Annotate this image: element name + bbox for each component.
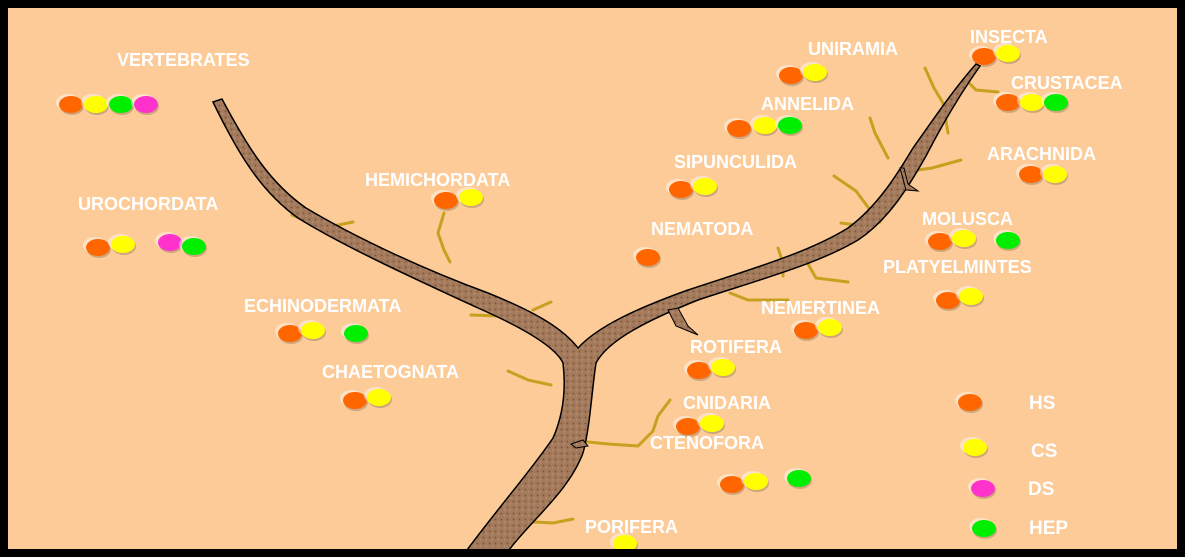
marker-cs [700, 415, 724, 432]
legend-swatch-hep [972, 520, 996, 537]
marker-hep [787, 470, 811, 487]
marker-hs [1019, 166, 1043, 183]
branch-hemichordata [438, 213, 450, 262]
branch-crustacea [966, 80, 998, 92]
marker-cs [959, 288, 983, 305]
marker-cs [1043, 166, 1067, 183]
marker-hs [928, 233, 952, 250]
marker-hs [779, 67, 803, 84]
marker-cs [367, 389, 391, 406]
marker-hep [996, 232, 1020, 249]
taxon-label: INSECTA [970, 27, 1048, 47]
taxon-label: NEMATODA [651, 219, 753, 239]
taxon-label: PLATYELMINTES [883, 257, 1032, 277]
taxon-label: ANNELIDA [761, 94, 854, 114]
marker-hep [182, 238, 206, 255]
taxon-label: CTENOFORA [650, 433, 764, 453]
marker-cs [613, 535, 637, 552]
marker-cs [803, 64, 827, 81]
twig-rotifera [668, 308, 698, 335]
marker-hs [972, 48, 996, 65]
legend-label: HS [1029, 394, 1055, 414]
marker-hep [1044, 94, 1068, 111]
legend-swatch-hs [958, 394, 982, 411]
taxon-label: ROTIFERA [690, 337, 782, 357]
marker-hs [687, 362, 711, 379]
marker-hep [109, 96, 133, 113]
marker-hs [669, 181, 693, 198]
taxon-label: CRUSTACEA [1011, 73, 1123, 93]
marker-cs [693, 178, 717, 195]
taxon-label: UROCHORDATA [78, 194, 218, 214]
marker-cs [952, 230, 976, 247]
marker-hs [727, 120, 751, 137]
marker-hep [778, 117, 802, 134]
marker-cs [301, 322, 325, 339]
taxon-label: SIPUNCULIDA [674, 152, 797, 172]
taxon-label: CNIDARIA [683, 393, 771, 413]
taxon-label: ARACHNIDA [987, 144, 1096, 164]
taxon-label: HEMICHORDATA [365, 170, 510, 190]
marker-hs [278, 325, 302, 342]
taxon-label: CHAETOGNATA [322, 362, 459, 382]
marker-cs [111, 236, 135, 253]
marker-hs [59, 96, 83, 113]
marker-cs [1020, 94, 1044, 111]
marker-cs [711, 359, 735, 376]
legend-label: HEP [1029, 519, 1068, 539]
marker-hs [720, 476, 744, 493]
legend-label: DS [1028, 480, 1054, 500]
marker-hs [434, 192, 458, 209]
marker-hs [794, 322, 818, 339]
taxon-label: NEMERTINEA [761, 298, 880, 318]
legend-label: CS [1031, 442, 1057, 462]
taxon-label: MOLUSCA [922, 209, 1013, 229]
taxon-label: VERTEBRATES [117, 50, 250, 70]
legend-swatch-ds [971, 480, 995, 497]
marker-hep [344, 325, 368, 342]
marker-hs [343, 392, 367, 409]
branch-annelida [870, 118, 888, 158]
marker-hs [996, 94, 1020, 111]
taxon-label: PORIFERA [585, 517, 678, 537]
marker-cs [753, 117, 777, 134]
marker-cs [84, 96, 108, 113]
tree-drawing [8, 8, 1177, 549]
taxon-label: ECHINODERMATA [244, 296, 401, 316]
marker-cs [818, 319, 842, 336]
marker-cs [744, 473, 768, 490]
marker-hs [936, 292, 960, 309]
marker-ds [134, 96, 158, 113]
marker-cs [996, 45, 1020, 62]
marker-ds [158, 234, 182, 251]
marker-hs [636, 249, 660, 266]
legend-swatch-cs [963, 439, 987, 456]
marker-hs [86, 239, 110, 256]
taxon-label: UNIRAMIA [808, 39, 898, 59]
branch-chaetognata [508, 371, 551, 385]
marker-cs [459, 189, 483, 206]
